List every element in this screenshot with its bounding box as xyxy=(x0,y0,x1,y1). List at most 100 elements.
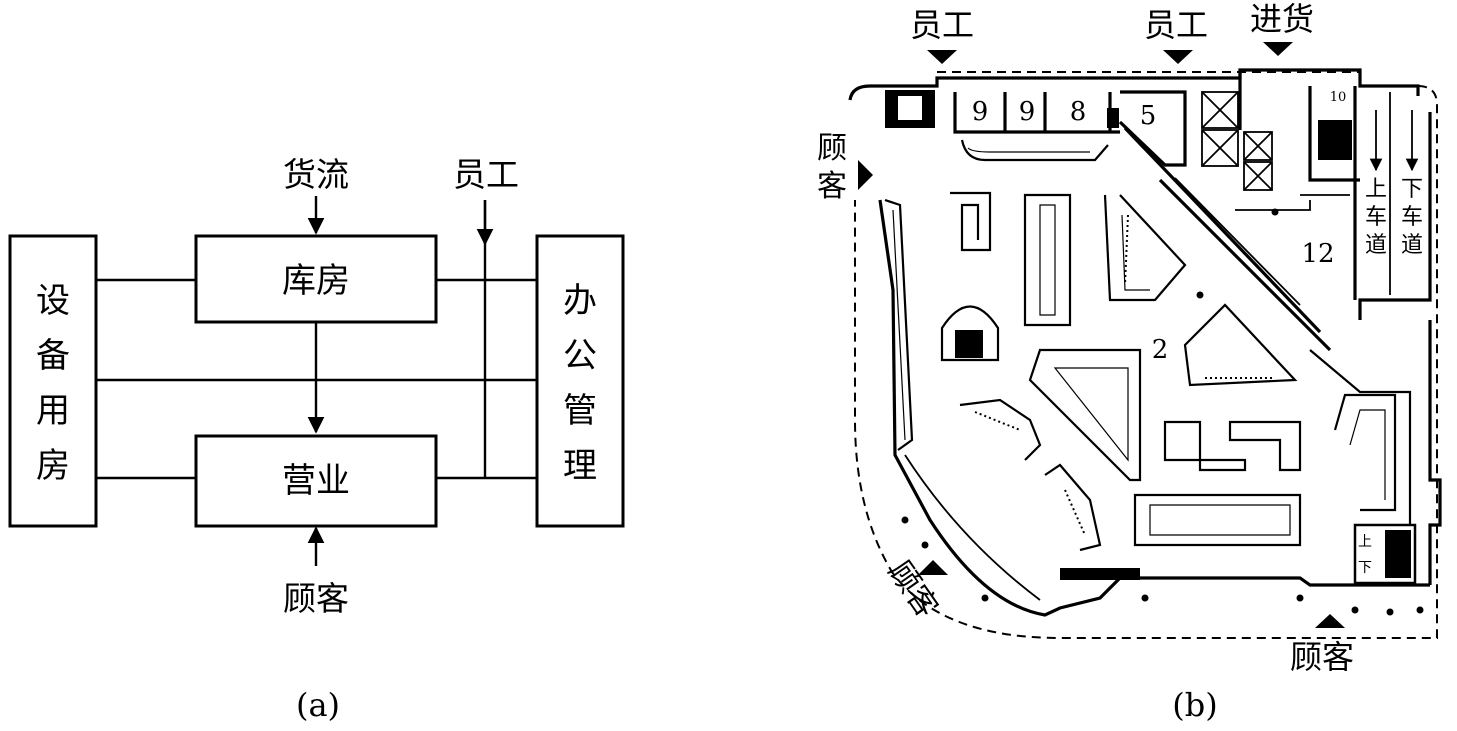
fixture-rect-1-inner xyxy=(1039,204,1056,316)
office-box xyxy=(535,234,625,528)
fixture-triangle-1-inner xyxy=(1121,214,1150,291)
staff-label: 员工 xyxy=(453,155,519,194)
room-5-wall xyxy=(1118,90,1187,167)
ramp-down-char: 下 xyxy=(1401,177,1423,202)
office-char: 理 xyxy=(563,446,597,486)
fixture-l-1 xyxy=(1163,420,1247,472)
escalator-feature xyxy=(940,305,1000,362)
diagram-b: 员工 员工 进货 顾客 顾客 顾客 上车道 下车道 9 9 8 5 10 12 … xyxy=(817,0,1442,724)
stair-block-se xyxy=(1353,523,1417,585)
column-dots xyxy=(901,208,1424,616)
equipment-room-char: 用 xyxy=(36,391,70,431)
fixture-triangle-2 xyxy=(1028,348,1142,482)
fixture-triangle-3 xyxy=(1183,303,1298,387)
staff-entrance-right-label: 员工 xyxy=(1144,6,1208,44)
fixture-rect-1 xyxy=(1023,193,1072,327)
room-2-label: 2 xyxy=(1152,335,1169,365)
fixture-triangle-2-inner xyxy=(1053,367,1129,462)
ramp-down-char: 车 xyxy=(1401,205,1423,230)
south-counter xyxy=(1060,568,1140,580)
equipment-room-char: 房 xyxy=(36,446,70,486)
warehouse-label: 库房 xyxy=(282,261,350,301)
dock-equipment xyxy=(1318,120,1352,160)
equipment-room-box xyxy=(8,234,98,528)
caption-a: (a) xyxy=(296,686,340,724)
ramp-up-char: 车 xyxy=(1365,205,1387,230)
top-fixture-1-inner xyxy=(967,147,1090,153)
staff-entrance-left-label: 员工 xyxy=(910,6,974,44)
fixture-spiral-1 xyxy=(950,191,992,252)
room-9b-label: 9 xyxy=(1019,97,1036,127)
caption-b: (b) xyxy=(1172,686,1217,724)
customer-entrance-south-label: 顾客 xyxy=(1290,638,1354,676)
room-10-wall xyxy=(1308,86,1360,182)
fixture-triangle-1-dots xyxy=(1124,214,1129,286)
customer-west-char: 客 xyxy=(817,169,847,204)
goods-entrance-marker xyxy=(1263,42,1293,56)
room-9a-label: 9 xyxy=(972,97,989,127)
equipment-room-char: 设 xyxy=(36,281,70,321)
room-5-label: 5 xyxy=(1140,101,1157,131)
fixture-east-bracket-inner xyxy=(1349,409,1386,500)
warehouse-box xyxy=(194,234,438,324)
fixture-triangle-1 xyxy=(1103,194,1187,302)
ramp-up-label: 上车道 xyxy=(1365,177,1387,258)
building-east-wall xyxy=(1428,320,1442,585)
diagonal-wall-inner xyxy=(1123,126,1322,334)
fixture-curve-2-dots xyxy=(1064,489,1086,536)
stair-up-label: 上 xyxy=(1358,534,1372,550)
sales-box xyxy=(194,434,438,528)
inner-facade-curve xyxy=(904,454,1041,601)
customers-label: 顾客 xyxy=(283,579,349,618)
customer-west-char: 顾 xyxy=(817,131,847,166)
fixture-east-bracket xyxy=(1333,393,1397,512)
stair-down-label: 下 xyxy=(1358,560,1372,576)
ramp-up-char: 上 xyxy=(1365,177,1387,202)
fixture-rect-2-inner xyxy=(1149,504,1291,536)
ramp-up-char: 道 xyxy=(1365,233,1387,258)
top-fixture-1 xyxy=(960,139,1109,162)
storage-racks xyxy=(1201,70,1273,191)
diagonal-wall-outer xyxy=(1158,178,1332,352)
column-block xyxy=(1107,108,1119,128)
top-rooms-base xyxy=(953,92,1120,134)
fixture-curve-2 xyxy=(1044,463,1102,552)
escalator-core xyxy=(955,330,983,358)
fixture-east-shelf xyxy=(1309,349,1412,525)
room-8-label: 8 xyxy=(1070,97,1087,127)
west-shelf-inner xyxy=(892,209,906,441)
stair-block-nw-hole xyxy=(898,96,922,120)
customer-entrance-west-label: 顾客 xyxy=(817,131,847,204)
ramp-down-char: 道 xyxy=(1401,233,1423,258)
room-12-partition xyxy=(1235,194,1350,211)
diagonal-shelf-line xyxy=(1174,177,1301,306)
sales-label: 营业 xyxy=(282,461,350,501)
customer-entrance-sw-marker xyxy=(918,560,948,575)
room-12-label: 12 xyxy=(1301,239,1334,269)
goods-flow-label: 货流 xyxy=(283,155,349,194)
office-char: 办 xyxy=(563,281,597,321)
fixture-curve-1 xyxy=(959,398,1042,461)
room-10-label: 10 xyxy=(1330,90,1347,105)
office-char: 管 xyxy=(563,391,597,431)
goods-entrance-label: 进货 xyxy=(1250,0,1314,38)
building-corner-nw xyxy=(848,84,885,101)
fixture-curve-1-dots xyxy=(974,411,1021,431)
staff-entrance-right-marker xyxy=(1163,50,1193,64)
west-shelf xyxy=(884,198,914,451)
ramp-outer-wall xyxy=(1358,112,1432,320)
customer-entrance-west-marker xyxy=(858,160,873,190)
stair-block-se-fill xyxy=(1385,530,1411,578)
building-south-west-wall xyxy=(878,199,1430,617)
ramp-down-label: 下车道 xyxy=(1401,177,1423,258)
fixture-rect-2 xyxy=(1133,493,1302,547)
fixture-l-2 xyxy=(1228,420,1302,472)
equipment-room-char: 备 xyxy=(36,336,70,376)
site-boundary xyxy=(854,71,1438,639)
office-char: 公 xyxy=(563,336,597,376)
staff-entrance-left-marker xyxy=(927,50,957,64)
